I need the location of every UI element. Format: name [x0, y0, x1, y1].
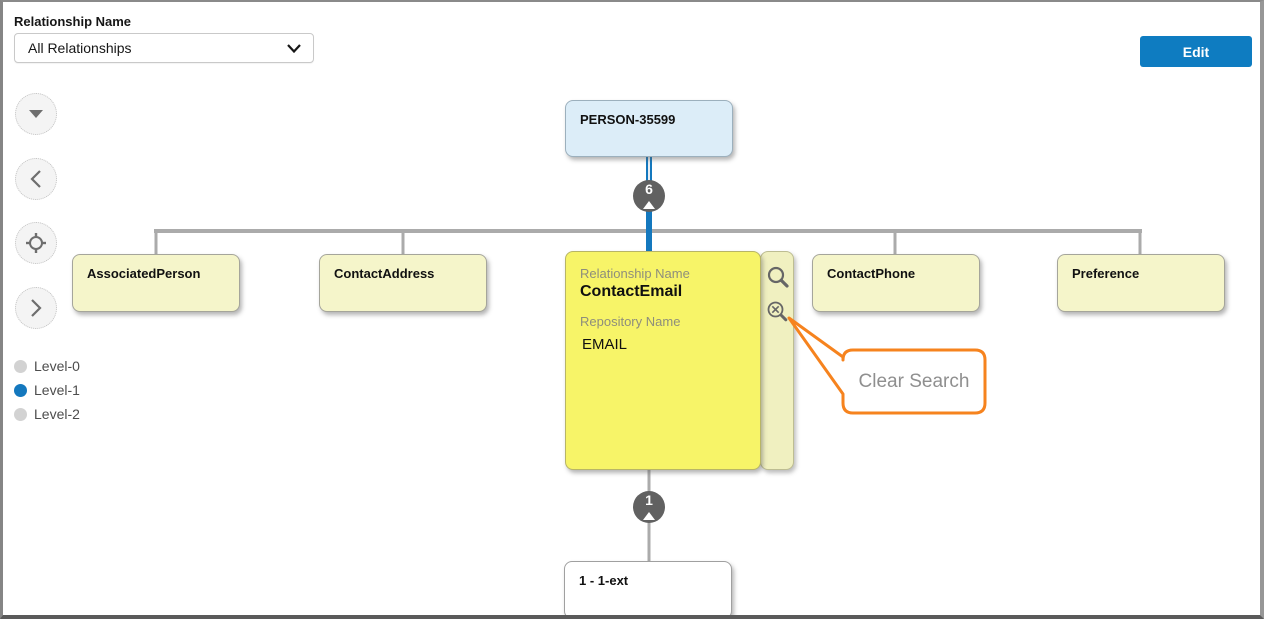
- node-person-root[interactable]: PERSON-35599: [565, 100, 733, 157]
- badge-count: 6: [645, 181, 653, 197]
- center-view-icon: [26, 233, 46, 253]
- collapse-up-icon: [643, 201, 655, 209]
- relationship-filter-value: All Relationships: [28, 40, 132, 56]
- center-view-button[interactable]: [15, 222, 57, 264]
- legend-level-1[interactable]: Level-1: [14, 378, 80, 402]
- node-contactemail-expanded[interactable]: Relationship Name ContactEmail Repositor…: [565, 251, 761, 470]
- node-contactaddress[interactable]: ContactAddress: [319, 254, 487, 312]
- level-1-dot-icon: [14, 383, 27, 397]
- contactemail-child-count-badge[interactable]: 1: [633, 491, 665, 523]
- node-label: ContactAddress: [334, 266, 435, 281]
- level-0-dot-icon: [14, 359, 27, 373]
- node-label: 1 - 1-ext: [579, 573, 629, 588]
- clear-search-icon[interactable]: [767, 301, 789, 323]
- node-preference[interactable]: Preference: [1057, 254, 1225, 312]
- legend-label: Level-1: [34, 382, 80, 398]
- badge-count: 1: [645, 492, 653, 508]
- collapse-up-icon: [643, 512, 655, 520]
- node-contactemail-toolbar: [760, 251, 794, 470]
- collapse-down-button[interactable]: [15, 93, 57, 135]
- node-associatedperson[interactable]: AssociatedPerson: [72, 254, 240, 312]
- pan-left-icon: [30, 170, 41, 188]
- pan-right-button[interactable]: [15, 287, 57, 329]
- edit-button[interactable]: Edit: [1140, 36, 1252, 67]
- node-label: AssociatedPerson: [87, 266, 201, 281]
- node-contactphone[interactable]: ContactPhone: [812, 254, 980, 312]
- legend-level-0[interactable]: Level-0: [14, 354, 80, 378]
- relationship-name-field-label: Relationship Name: [580, 266, 690, 281]
- level-legend: Level-0 Level-1 Level-2: [14, 354, 80, 426]
- legend-label: Level-0: [34, 358, 80, 374]
- relationship-name-label: Relationship Name: [14, 14, 132, 29]
- root-child-count-badge[interactable]: 6: [633, 180, 665, 212]
- repository-name-field-label: Repository Name: [580, 314, 681, 329]
- legend-level-2[interactable]: Level-2: [14, 402, 80, 426]
- node-label: PERSON-35599: [580, 112, 676, 127]
- collapse-down-icon: [29, 110, 43, 118]
- chevron-down-icon: [287, 43, 301, 53]
- node-1-1-ext[interactable]: 1 - 1-ext: [564, 561, 732, 619]
- relationship-name-field-value: ContactEmail: [580, 283, 683, 300]
- legend-label: Level-2: [34, 406, 80, 422]
- relationship-filter-dropdown[interactable]: All Relationships: [14, 33, 314, 63]
- pan-right-icon: [31, 299, 42, 317]
- search-icon[interactable]: [767, 266, 790, 289]
- pan-left-button[interactable]: [15, 158, 57, 200]
- node-label: Preference: [1072, 266, 1140, 281]
- repository-name-field-value: EMAIL: [582, 336, 628, 353]
- node-label: ContactPhone: [827, 266, 916, 281]
- level-2-dot-icon: [14, 407, 27, 421]
